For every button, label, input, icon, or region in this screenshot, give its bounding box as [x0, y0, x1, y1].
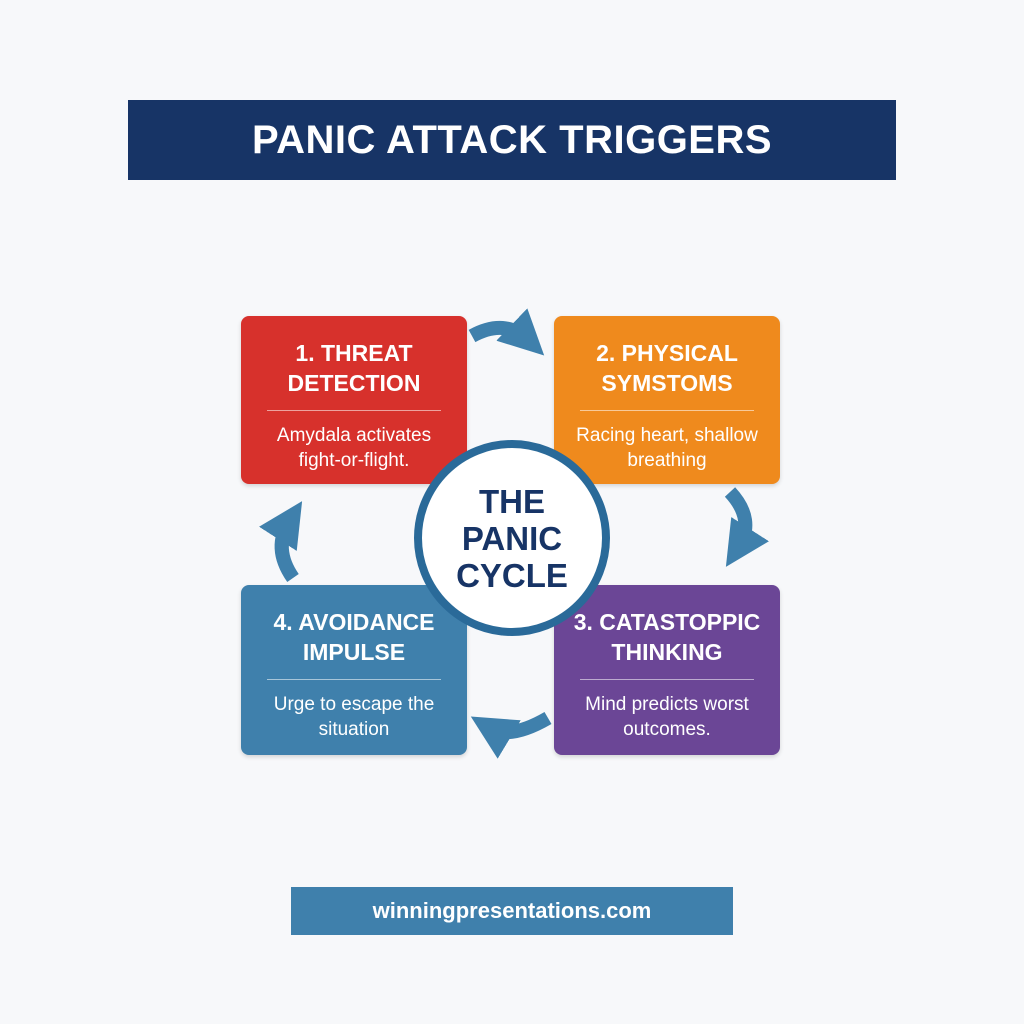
step-3-catastrophic-thinking: 3. CATASTOPPIC THINKING Mind predicts wo…: [554, 585, 780, 755]
step-4-avoidance-impulse: 4. AVOIDANCE IMPULSE Urge to escape the …: [241, 585, 467, 755]
step-1-threat-detection: 1. THREAT DETECTION Amydala activates fi…: [241, 316, 467, 484]
step-title: 4. AVOIDANCE IMPULSE: [273, 609, 435, 665]
divider: [580, 410, 754, 411]
footer-banner: winningpresentations.com: [291, 887, 733, 935]
divider: [267, 679, 441, 680]
arrow-2-to-3: [724, 487, 769, 567]
step-2-physical-symptoms: 2. PHYSICAL SYMSTOMS Racing heart, shall…: [554, 316, 780, 484]
divider: [267, 410, 441, 411]
step-description: Amydala activates fight-or-flight.: [276, 425, 432, 471]
divider: [580, 679, 754, 680]
step-description: Racing heart, shallow breathing: [576, 425, 758, 471]
step-title: 1. THREAT DETECTION: [287, 340, 421, 396]
center-circle: THE PANIC CYCLE: [414, 440, 610, 636]
arrow-4-to-1: [259, 501, 303, 583]
step-title: 2. PHYSICAL SYMSTOMS: [596, 340, 738, 396]
center-label: THE PANIC CYCLE: [456, 482, 568, 594]
page-title: PANIC ATTACK TRIGGERS: [251, 117, 773, 162]
step-description: Mind predicts worst outcomes.: [585, 694, 749, 740]
step-description: Urge to escape the situation: [273, 694, 435, 740]
step-title: 3. CATASTOPPIC THINKING: [573, 609, 761, 665]
arrow-1-to-2: [468, 308, 545, 356]
arrow-3-to-4: [470, 711, 552, 759]
title-banner: PANIC ATTACK TRIGGERS: [128, 100, 896, 180]
footer-url: winningpresentations.com: [372, 898, 652, 923]
